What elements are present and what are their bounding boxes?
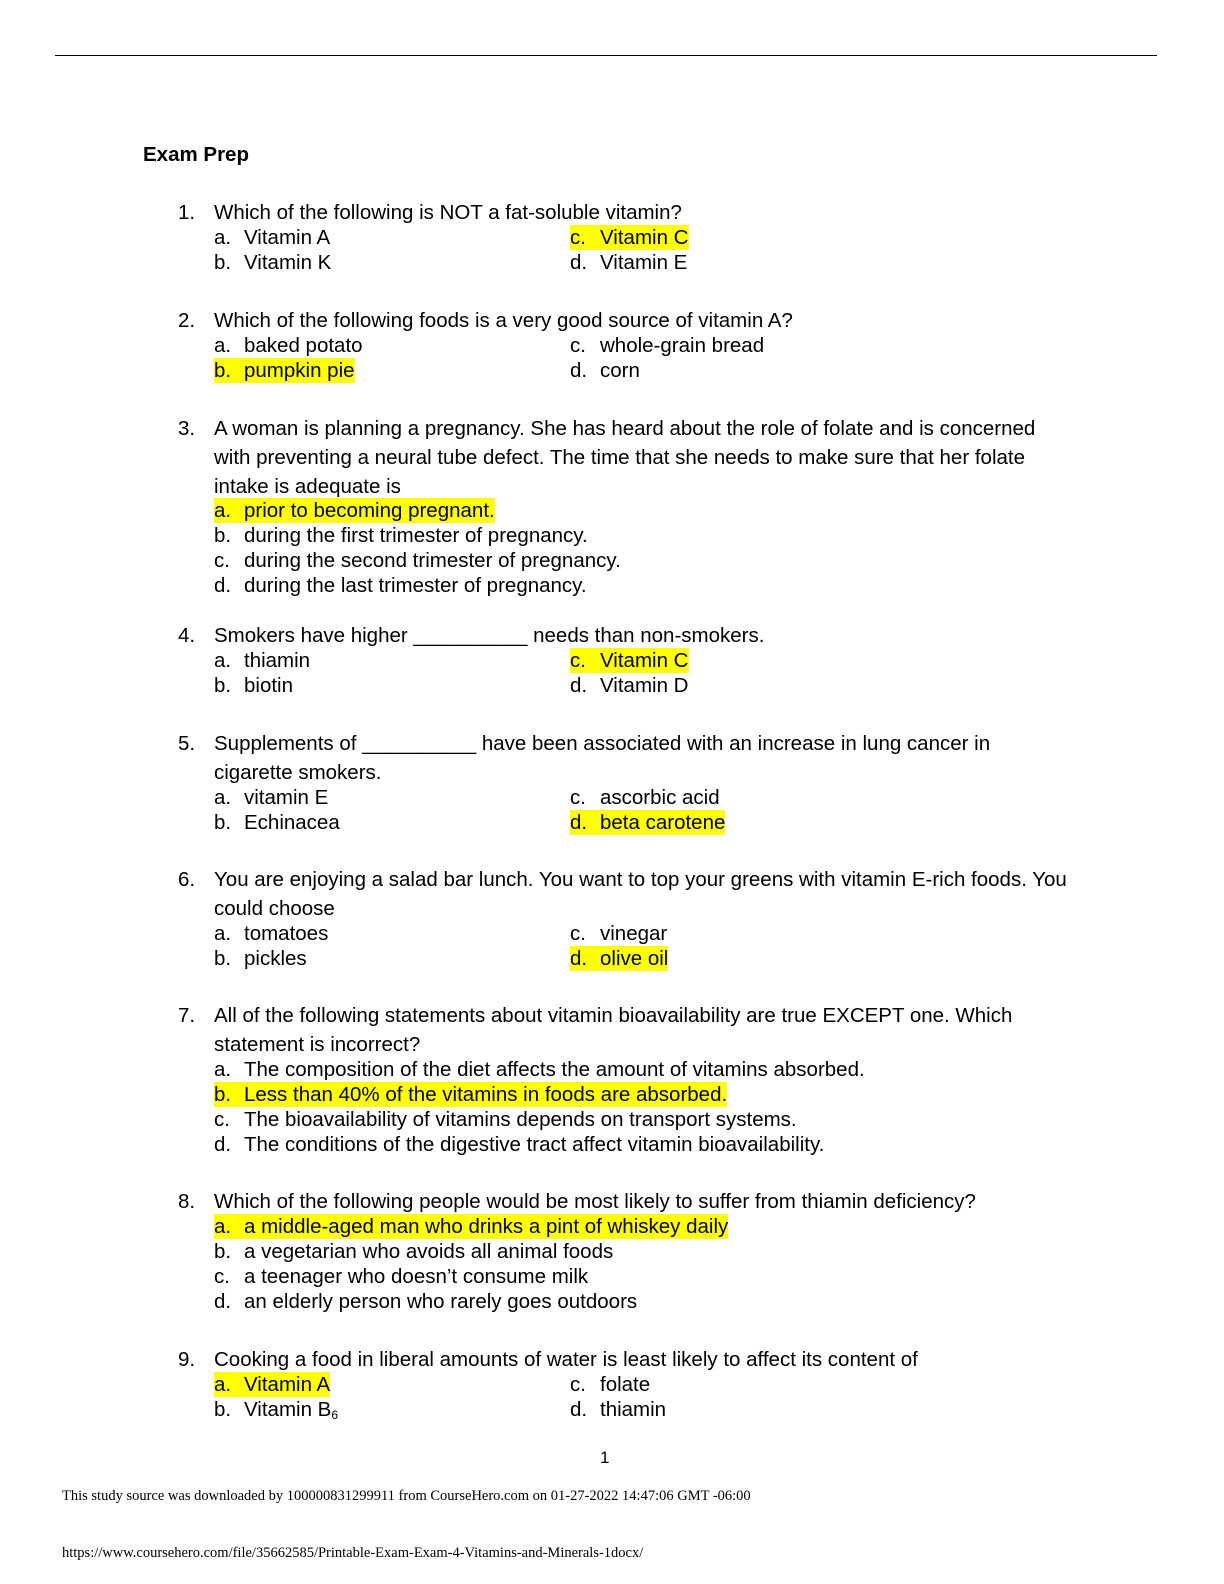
- page-number: 1: [600, 1448, 610, 1467]
- question-stem: Which of the following people would be m…: [214, 1190, 976, 1213]
- option-b: b.during the first trimester of pregnanc…: [214, 524, 588, 547]
- question-stem: Which of the following foods is a very g…: [214, 309, 793, 332]
- option-a-highlighted: a.prior to becoming pregnant.: [214, 498, 495, 523]
- option-b: b.Vitamin B6: [214, 1398, 339, 1422]
- option-a: a.thiamin: [214, 649, 311, 672]
- option-d: d.The conditions of the digestive tract …: [214, 1133, 825, 1156]
- option-b: b.Echinacea: [214, 811, 340, 834]
- option-b: b.biotin: [214, 674, 294, 697]
- question-stem: You are enjoying a salad bar lunch. You …: [214, 868, 1067, 920]
- option-b: b.Vitamin K: [214, 251, 332, 274]
- option-d: d.Vitamin E: [570, 251, 688, 274]
- page-title: Exam Prep: [143, 143, 249, 166]
- option-c-highlighted: c.Vitamin C: [570, 648, 689, 673]
- option-d: d.an elderly person who rarely goes outd…: [214, 1290, 638, 1313]
- question-number: 4.: [178, 624, 196, 647]
- question-number: 7.: [178, 1004, 196, 1027]
- option-d: d.corn: [570, 359, 640, 382]
- question-number: 2.: [178, 309, 196, 332]
- footer-download-notice: This study source was downloaded by 1000…: [62, 1488, 751, 1504]
- option-a-highlighted: a.a middle-aged man who drinks a pint of…: [214, 1214, 729, 1239]
- question-number: 3.: [178, 417, 196, 440]
- option-c: c.folate: [570, 1373, 651, 1396]
- question-number: 8.: [178, 1190, 196, 1213]
- option-a: a.tomatoes: [214, 922, 329, 945]
- option-c: c.whole-grain bread: [570, 334, 765, 357]
- question-stem: Cooking a food in liberal amounts of wat…: [214, 1348, 918, 1371]
- question-number: 9.: [178, 1348, 196, 1371]
- option-d: d.during the last trimester of pregnancy…: [214, 574, 587, 597]
- option-a: a.Vitamin A: [214, 226, 331, 249]
- option-c: c.a teenager who doesn’t consume milk: [214, 1265, 589, 1288]
- option-a: a.baked potato: [214, 334, 363, 357]
- option-a-highlighted: a.Vitamin A: [214, 1372, 331, 1397]
- option-d: d.Vitamin D: [570, 674, 689, 697]
- option-d: d.thiamin: [570, 1398, 667, 1421]
- question-stem: A woman is planning a pregnancy. She has…: [214, 417, 1036, 498]
- question-number: 1.: [178, 201, 196, 224]
- question-stem: All of the following statements about vi…: [214, 1004, 1013, 1056]
- option-b: b.pickles: [214, 947, 307, 970]
- option-c: c.ascorbic acid: [570, 786, 720, 809]
- option-a: a.vitamin E: [214, 786, 329, 809]
- header-rule: [55, 55, 1157, 56]
- option-d-highlighted: d.beta carotene: [570, 810, 726, 835]
- option-d-highlighted: d.olive oil: [570, 946, 669, 971]
- question-stem: Which of the following is NOT a fat-solu…: [214, 201, 682, 224]
- option-a: a.The composition of the diet affects th…: [214, 1058, 865, 1081]
- option-c: c.vinegar: [570, 922, 668, 945]
- option-c: c.The bioavailability of vitamins depend…: [214, 1108, 797, 1131]
- option-b-highlighted: b.Less than 40% of the vitamins in foods…: [214, 1082, 728, 1107]
- question-number: 6.: [178, 868, 196, 891]
- option-b: b.a vegetarian who avoids all animal foo…: [214, 1240, 614, 1263]
- option-b-highlighted: b.pumpkin pie: [214, 358, 355, 383]
- question-stem: Supplements of __________ have been asso…: [214, 732, 991, 784]
- question-stem: Smokers have higher __________ needs tha…: [214, 624, 765, 647]
- option-c-highlighted: c.Vitamin C: [570, 225, 689, 250]
- question-number: 5.: [178, 732, 196, 755]
- footer-url-link[interactable]: https://www.coursehero.com/file/35662585…: [62, 1545, 644, 1561]
- subscript: 6: [331, 1408, 339, 1422]
- option-c: c.during the second trimester of pregnan…: [214, 549, 621, 572]
